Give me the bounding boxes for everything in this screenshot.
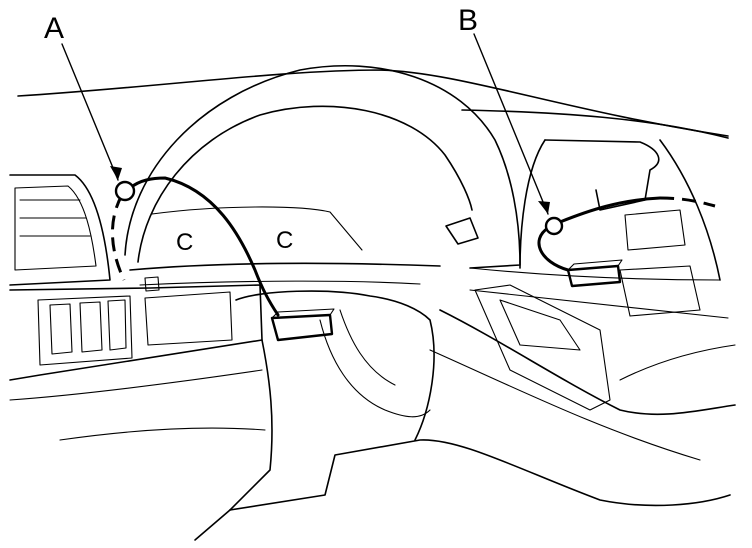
- connector-b-grommet: [544, 216, 564, 236]
- callout-label-a: A: [44, 12, 65, 45]
- leader-b-arrowhead: [538, 201, 550, 214]
- harness-b-drop: [537, 226, 570, 272]
- switch-3: [107, 299, 127, 351]
- column-cover-inner-2: [339, 309, 396, 386]
- dash-top-edge: [17, 69, 729, 137]
- leader-a: [61, 43, 119, 181]
- leader-b: [473, 33, 549, 215]
- left-vent-inner: [14, 185, 97, 271]
- harness-a-hidden: [111, 194, 126, 281]
- clip-glyph-1: C: [176, 229, 193, 256]
- dash-rear-edge-right: [461, 109, 729, 139]
- connector-b-block: [566, 264, 622, 288]
- callout-label-b: B: [458, 4, 479, 37]
- right-upper-panel: [519, 139, 546, 269]
- center-upper-ledge: [129, 262, 441, 271]
- right-lower-cluster: [474, 284, 611, 411]
- meter-hood-lip: [151, 206, 363, 251]
- hood-tab: [445, 217, 479, 245]
- connector-a-top: [271, 308, 335, 319]
- center-ledge-line: [139, 280, 421, 286]
- right-dash-face-2: [469, 289, 729, 319]
- right-vent-housing: [544, 139, 660, 211]
- left-vent-outer: [9, 174, 111, 286]
- meter-hood-inner: [137, 105, 473, 263]
- lower-panel-curve: [59, 427, 266, 441]
- harness-b-hidden: [659, 196, 716, 208]
- knee-panel-bottom: [229, 439, 731, 511]
- connector-a-block: [270, 313, 334, 342]
- connector-a-grommet: [114, 180, 136, 202]
- right-lower-cluster-detail: [499, 299, 581, 351]
- right-bracket-2: [619, 265, 701, 317]
- knee-panel-left: [229, 339, 273, 511]
- right-console-outline: [659, 139, 721, 281]
- right-dash-face: [469, 267, 721, 281]
- right-dash-face-3: [619, 344, 736, 381]
- switch-1: [49, 303, 73, 355]
- column-cover: [235, 290, 435, 441]
- clip-glyph-2: C: [276, 227, 293, 254]
- harness-a-visible: [128, 176, 280, 317]
- lower-panel-curve-2: [9, 369, 263, 401]
- meter-hood-outer: [124, 64, 521, 269]
- column-shaft: [194, 509, 231, 541]
- right-bracket: [624, 209, 686, 251]
- lower-left-panel: [9, 284, 263, 381]
- glovebox-bottom-2: [429, 349, 701, 461]
- glovebox-bottom: [439, 309, 736, 416]
- connector-b-top: [567, 259, 623, 271]
- column-cover-inner: [319, 319, 431, 418]
- square-knob: [144, 276, 160, 292]
- switch-2: [79, 301, 103, 353]
- harness-b-visible: [558, 196, 662, 224]
- leader-a-arrowhead: [110, 166, 122, 180]
- switch-panel-right: [144, 291, 233, 346]
- switch-bank: [37, 295, 133, 366]
